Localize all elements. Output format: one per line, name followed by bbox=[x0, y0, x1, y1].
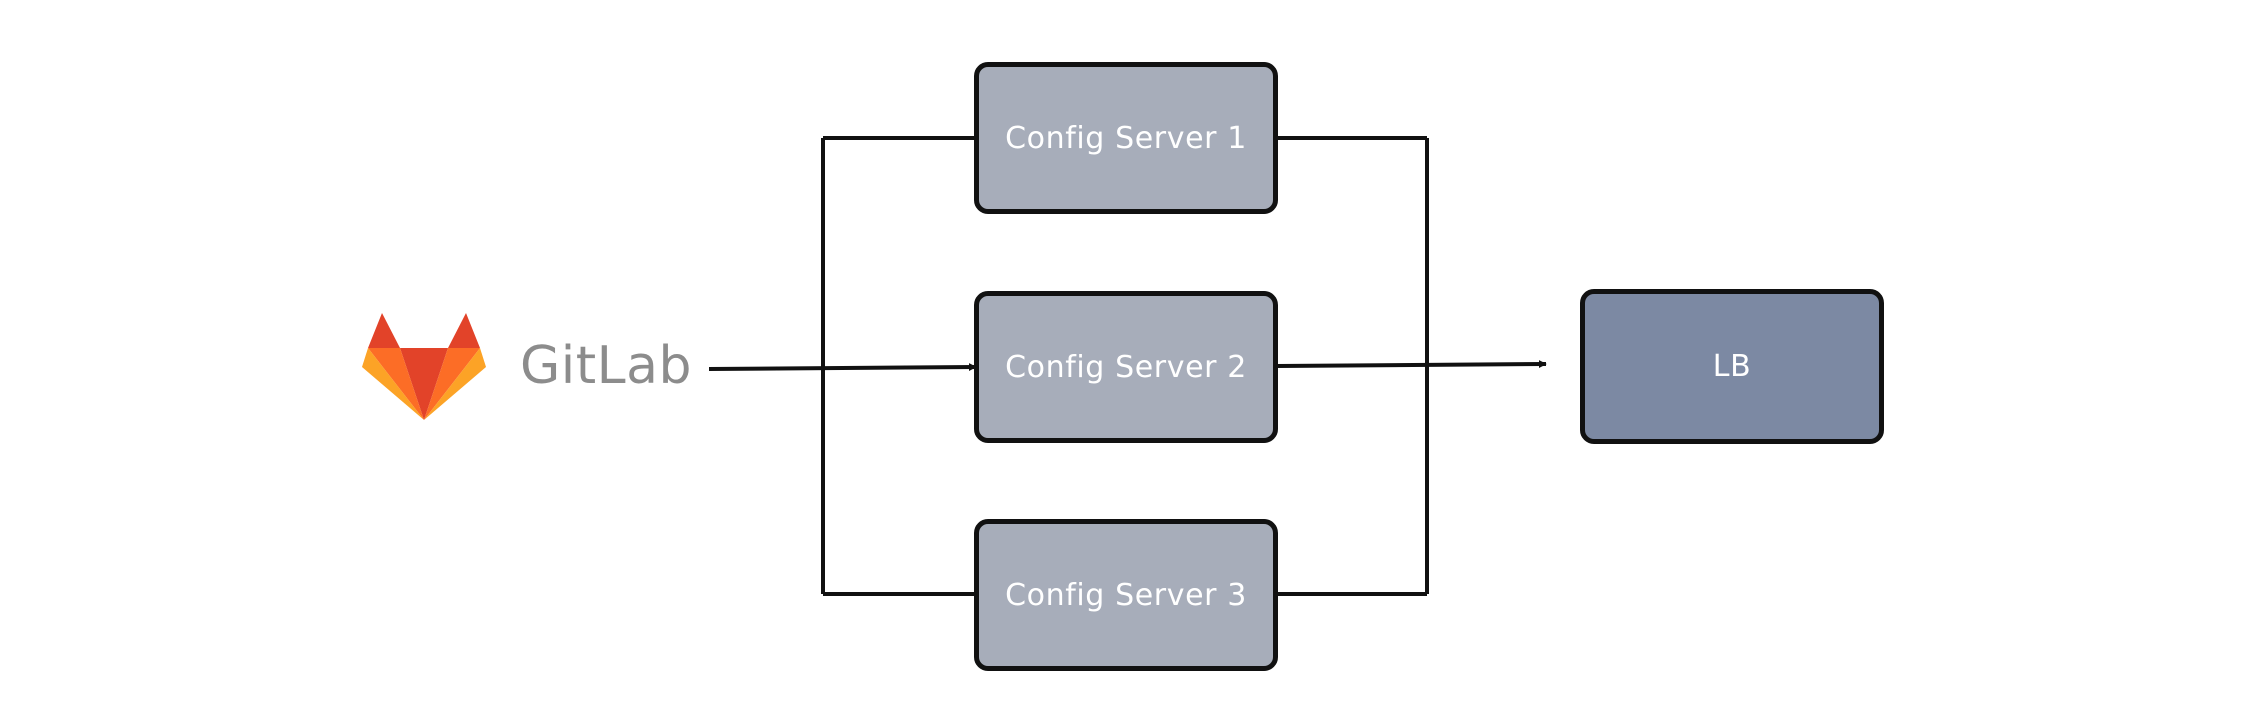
config-server-2-node: Config Server 2 bbox=[974, 291, 1278, 443]
arrow-gitlab-to-config-2 bbox=[708, 363, 977, 372]
arrow-config-2-to-lb bbox=[1276, 360, 1547, 369]
gitlab-label: GitLab bbox=[520, 336, 692, 396]
gitlab-fox-icon bbox=[362, 309, 486, 423]
config-server-1-label: Config Server 1 bbox=[1005, 120, 1247, 156]
config-server-1-node: Config Server 1 bbox=[974, 62, 1278, 214]
load-balancer-node: LB bbox=[1580, 289, 1884, 444]
config-server-2-label: Config Server 2 bbox=[1005, 349, 1247, 385]
config-server-3-label: Config Server 3 bbox=[1005, 577, 1247, 613]
config-server-3-node: Config Server 3 bbox=[974, 519, 1278, 671]
load-balancer-label: LB bbox=[1712, 349, 1752, 384]
